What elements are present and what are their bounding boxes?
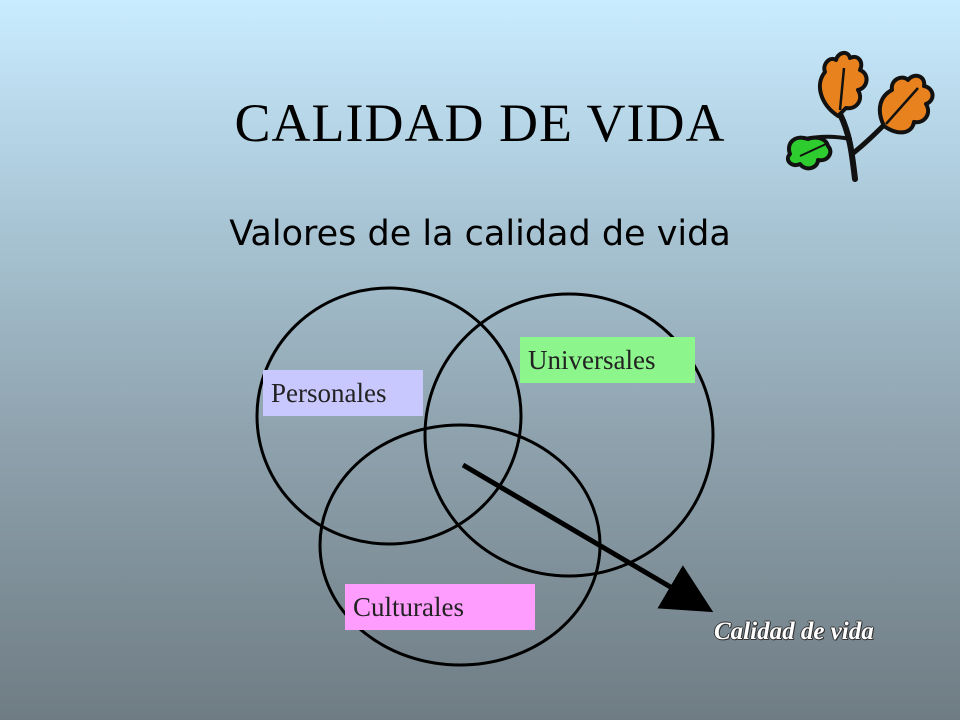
slide-subtitle: Valores de la calidad de vida: [229, 214, 731, 254]
intersection-label: Calidad de vida: [714, 618, 874, 645]
intersection-arrow: [461, 462, 714, 613]
set-label-personales: Personales: [263, 370, 423, 416]
slide-title: CALIDAD DE VIDA: [234, 93, 726, 153]
set-label-universales: Universales: [520, 337, 695, 383]
circle-personales: [255, 286, 523, 546]
set-label-culturales: Culturales: [345, 584, 535, 630]
circle-universales: [423, 292, 715, 578]
oak-leaves-icon: [785, 51, 935, 182]
